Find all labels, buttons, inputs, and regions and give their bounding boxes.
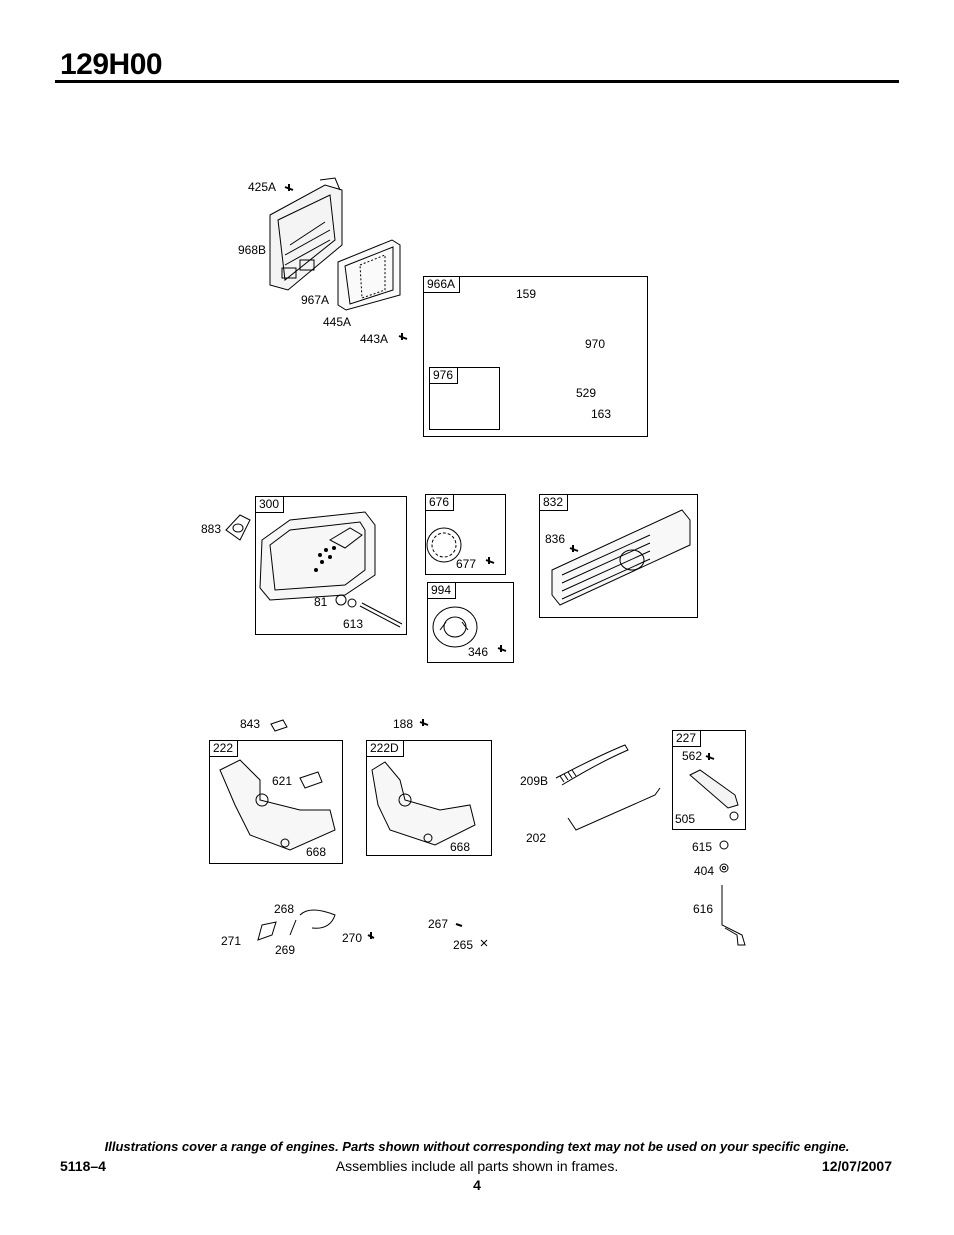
page-title: 129H00 <box>60 48 163 81</box>
choke-cable-drawing <box>257 909 488 947</box>
frame-label: 222D <box>367 741 404 757</box>
part-label: 668 <box>306 845 327 859</box>
part-label: 677 <box>456 557 477 571</box>
part-label: 268 <box>274 902 295 916</box>
frame-label: 300 <box>256 497 285 513</box>
part-label: 968B <box>238 243 267 257</box>
frame-222D: 222D <box>366 740 492 856</box>
spark-arrester-screen-drawing <box>551 509 691 606</box>
frame-label: 832 <box>540 495 569 511</box>
frame-227: 227 <box>672 730 746 830</box>
part-label: 843 <box>240 717 261 731</box>
part-label: 269 <box>275 943 296 957</box>
part-label: 404 <box>694 864 715 878</box>
frame-300: 300 <box>255 496 407 635</box>
part-label: 443A <box>360 332 389 346</box>
part-label: 562 <box>682 749 703 763</box>
part-label: 505 <box>675 812 696 826</box>
part-label: 265 <box>453 938 474 952</box>
muffler-guard-drawing <box>426 527 495 564</box>
part-label: 621 <box>272 774 293 788</box>
gasket-drawing <box>225 514 251 541</box>
part-label: 346 <box>468 645 489 659</box>
part-label: 970 <box>585 337 606 351</box>
part-label: 270 <box>342 931 363 945</box>
part-label: 668 <box>450 840 471 854</box>
frame-994: 994 <box>427 582 514 663</box>
frame-label: 976 <box>430 368 459 384</box>
control-bracket-drawing <box>219 759 336 851</box>
control-bracket-d-drawing <box>371 761 476 846</box>
doc-date: 12/07/2007 <box>821 1158 892 1174</box>
throttle-lever-drawing <box>689 753 739 821</box>
part-label: 883 <box>201 522 222 536</box>
assemblies-note: Assemblies include all parts shown in fr… <box>335 1158 619 1174</box>
deflector-drawing <box>432 606 507 652</box>
part-label: 529 <box>576 386 597 400</box>
muffler-drawing <box>259 511 403 628</box>
part-label: 188 <box>393 717 414 731</box>
frame-label: 676 <box>426 495 455 511</box>
part-label: 202 <box>526 831 547 845</box>
part-label: 163 <box>591 407 612 421</box>
frame-label: 966A <box>424 277 461 293</box>
part-label: 81 <box>314 595 328 609</box>
air-cleaner-base-drawing <box>269 177 343 291</box>
part-label: 616 <box>693 902 714 916</box>
part-label: 425A <box>248 180 277 194</box>
frame-832: 832 <box>539 494 698 618</box>
page-number: 4 <box>473 1177 481 1193</box>
part-label: 209B <box>520 774 549 788</box>
part-label: 615 <box>692 840 713 854</box>
frame-976: 976 <box>429 367 500 430</box>
footer-note: Illustrations cover a range of engines. … <box>104 1139 850 1154</box>
frame-966A: 966A <box>423 276 648 437</box>
doc-number: 5118–4 <box>60 1158 106 1174</box>
part-label: 967A <box>301 293 330 307</box>
part-label: 159 <box>516 287 537 301</box>
part-label: 267 <box>428 917 449 931</box>
frame-label: 222 <box>210 741 239 757</box>
governor-spring-drawing <box>555 744 661 831</box>
frame-label: 994 <box>428 583 457 599</box>
part-label: 613 <box>343 617 364 631</box>
part-label: 445A <box>323 315 352 329</box>
part-label: 836 <box>545 532 566 546</box>
frame-222: 222 <box>209 740 343 864</box>
frame-label: 227 <box>673 731 702 747</box>
part-label: 271 <box>221 934 242 948</box>
header-rule <box>55 80 899 83</box>
air-filter-drawing <box>337 239 401 311</box>
frame-676: 676 <box>425 494 506 575</box>
